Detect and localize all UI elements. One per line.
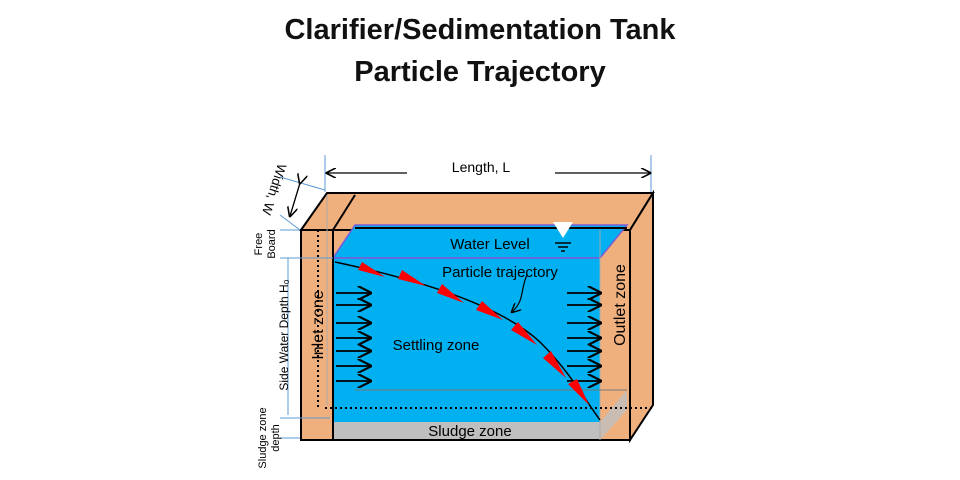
particle-trajectory-label: Particle trajectory [442, 264, 558, 281]
water-level-icon [553, 222, 573, 238]
free-board-label-2: Board [266, 229, 278, 258]
sludge-depth-label-1: Sludge zone [257, 407, 269, 468]
water-body [333, 258, 600, 422]
inlet-flow-arrows [336, 293, 370, 381]
sludge-zone-label: Sludge zone [428, 423, 511, 440]
water-level-label: Water Level [450, 236, 529, 253]
tank-right-face [629, 189, 654, 444]
settling-zone-label: Settling zone [393, 337, 480, 354]
length-label: Length, L [452, 159, 511, 175]
width-label: Width, W [259, 162, 290, 217]
free-board-label-1: Free [253, 233, 265, 256]
inlet-zone-label: Inlet zone [310, 290, 327, 359]
sludge-depth-label-2: depth [270, 424, 282, 452]
trajectory-pointer [512, 274, 528, 312]
title-line-1: Clarifier/Sedimentation Tank [284, 14, 676, 46]
particle-trajectory-arrows [358, 262, 589, 405]
outlet-zone-label: Outlet zone [612, 264, 629, 346]
title-line-2: Particle Trajectory [354, 56, 606, 88]
width-dimension [290, 183, 300, 216]
side-water-depth-label: Side Water Depth H₀ [277, 279, 291, 390]
sludge-zone [333, 422, 600, 440]
